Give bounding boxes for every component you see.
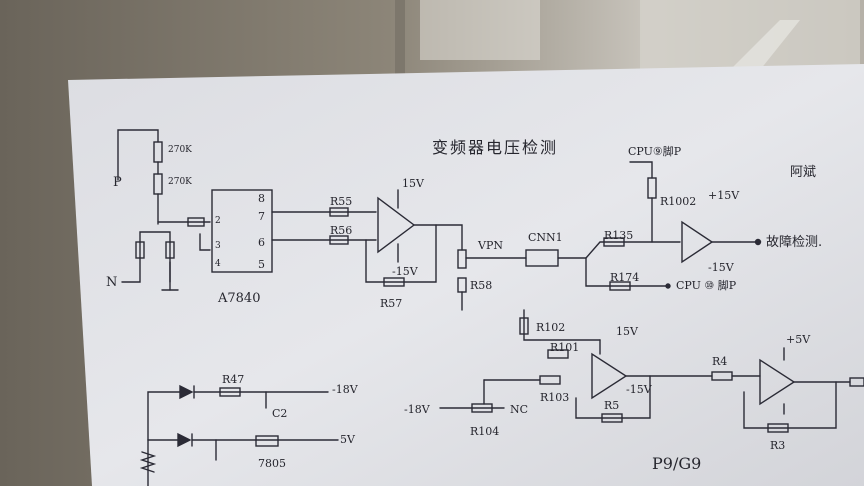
- label-pin4: 4: [215, 259, 221, 269]
- label-minus18-b: -18V: [332, 383, 358, 396]
- label-r104: R104: [470, 425, 500, 438]
- footer-label: P9/G9: [652, 454, 702, 473]
- window-glare: [420, 0, 540, 60]
- label-pin3: 3: [215, 241, 221, 251]
- label-r270k-1: 270K: [168, 145, 192, 155]
- label-r3: R3: [770, 439, 786, 452]
- label-minus15-c: -15V: [626, 383, 652, 396]
- label-n: N: [106, 275, 118, 290]
- label-r101: R101: [550, 341, 580, 354]
- label-r47: R47: [222, 373, 245, 386]
- label-r58: R58: [470, 279, 493, 292]
- label-nc: NC: [510, 403, 529, 416]
- label-pin5: 5: [258, 258, 265, 271]
- label-pin2: 2: [215, 216, 221, 226]
- label-r135: R135: [604, 229, 634, 242]
- label-cpu-bottom: CPU ⑩ 脚P: [676, 279, 737, 292]
- label-r56: R56: [330, 224, 353, 237]
- label-r102: R102: [536, 321, 566, 334]
- label-r55: R55: [330, 195, 353, 208]
- label-r4: R4: [712, 355, 728, 368]
- label-cnn1: CNN1: [528, 231, 563, 244]
- schematic-title: 变频器电压检测: [432, 138, 559, 157]
- label-minus15-a: -15V: [392, 265, 418, 278]
- label-7805: 7805: [258, 457, 286, 470]
- output-label: 故障检测.: [766, 235, 823, 250]
- label-plus5-b: 5V: [340, 433, 355, 446]
- label-pin6: 6: [258, 236, 265, 249]
- label-r174: R174: [610, 271, 640, 284]
- label-plus5-c: +5V: [786, 333, 811, 346]
- label-plus15-a: 15V: [402, 177, 424, 190]
- label-r1002: R1002: [660, 195, 697, 208]
- schematic-ink: [117, 129, 864, 486]
- label-r103: R103: [540, 391, 570, 404]
- label-vpn: VPN: [478, 239, 503, 252]
- label-pin7: 7: [258, 210, 265, 223]
- label-plus15-b: +15V: [708, 189, 740, 202]
- label-r5: R5: [604, 399, 620, 412]
- label-minus15-b: -15V: [708, 261, 734, 274]
- paper-sheet: [68, 64, 864, 486]
- label-pin8: 8: [258, 192, 265, 205]
- label-minus18-a: -18V: [404, 403, 430, 416]
- label-c2: C2: [272, 407, 288, 420]
- label-plus15-c: 15V: [616, 325, 638, 338]
- label-r57: R57: [380, 297, 403, 310]
- window-frame: [395, 0, 405, 90]
- label-cpu-top: CPU⑨脚P: [628, 145, 682, 158]
- window-frame-right: [640, 0, 860, 70]
- corner-label: 阿斌: [790, 165, 817, 180]
- label-p: P: [113, 175, 122, 190]
- label-ic: A7840: [218, 291, 261, 306]
- label-r270k-2: 270K: [168, 177, 192, 187]
